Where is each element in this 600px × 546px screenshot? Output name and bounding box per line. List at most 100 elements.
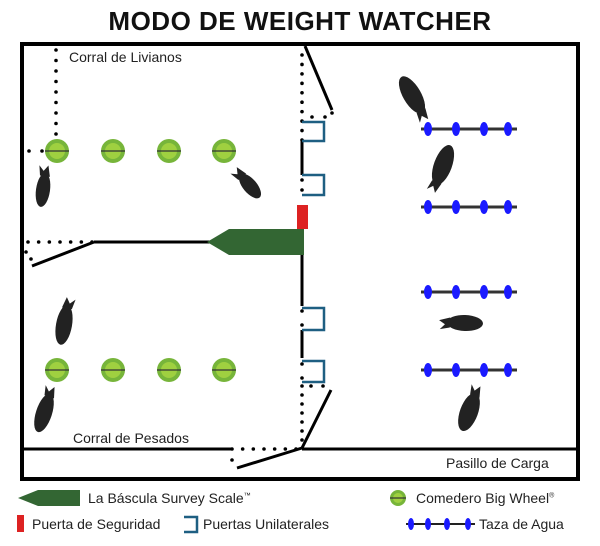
water-cup <box>452 122 460 136</box>
legend-one-way-gates: Puertas Unilaterales <box>203 516 330 532</box>
gate-dot <box>54 100 58 105</box>
gate-dot <box>24 250 28 254</box>
gate-dot <box>54 132 58 136</box>
water-cup <box>480 363 488 377</box>
gate-dot <box>54 48 58 52</box>
scale-arrow-icon <box>18 490 80 506</box>
one-way-gate[interactable] <box>302 120 326 143</box>
gate-dot <box>300 62 304 67</box>
registered-mark: ® <box>549 492 555 500</box>
gate-dot <box>283 447 288 451</box>
gate-dot <box>230 447 234 451</box>
gate-dot <box>54 69 58 73</box>
bottom-swing-gate[interactable] <box>300 389 333 449</box>
water-cup <box>424 200 432 214</box>
gate-dot <box>300 53 304 57</box>
pig <box>230 167 262 199</box>
gate-dot <box>27 149 31 153</box>
gate-dot <box>330 111 334 115</box>
gate-dot <box>262 447 266 451</box>
gate-dot <box>300 438 304 442</box>
water-cup-icon <box>406 518 475 530</box>
legend-water-cup: Taza de Agua <box>479 516 564 532</box>
one-way-gate-icon <box>184 515 199 534</box>
water-cup <box>424 122 432 136</box>
heavy-pen-label: Corral de Pesados <box>73 430 189 446</box>
gate-dot <box>309 384 313 388</box>
water-line <box>421 200 517 214</box>
legend-scale-label: La Báscula Survey Scale <box>88 490 244 506</box>
gate-dot <box>300 90 304 95</box>
water-cup <box>504 363 512 377</box>
gate-dot <box>310 115 314 119</box>
water-cup <box>480 200 488 214</box>
gate-dot <box>54 58 58 63</box>
water-cup <box>480 285 488 299</box>
feeder-circle-icon <box>390 490 406 506</box>
gate-dot <box>300 128 304 133</box>
pig <box>458 384 481 432</box>
water-cup <box>452 200 460 214</box>
gate-dot <box>251 447 256 451</box>
pig <box>439 314 483 332</box>
water-cup <box>480 122 488 136</box>
safety-gate-icon <box>17 515 24 532</box>
gate-dot <box>300 72 304 76</box>
gate-dot <box>300 100 304 105</box>
safety-gate[interactable] <box>297 205 308 229</box>
water-line <box>421 285 517 299</box>
gate-dot <box>300 309 304 313</box>
gate-dot <box>300 402 304 406</box>
big-wheel-feeder <box>45 139 69 163</box>
gate-dot <box>300 362 304 366</box>
gate-dot <box>54 79 58 84</box>
gate-dot <box>300 81 304 86</box>
big-wheel-feeder <box>157 139 181 163</box>
big-wheel-feeder <box>157 358 181 382</box>
water-cup <box>504 200 512 214</box>
legend-scale: La Báscula Survey Scale™ <box>88 490 251 506</box>
gate-dot <box>300 376 304 380</box>
water-line <box>421 363 517 377</box>
gate-dot <box>300 323 304 327</box>
gate-dot <box>240 447 245 451</box>
gate-dot <box>300 411 304 415</box>
gate-dot <box>26 240 30 244</box>
loading-alley-label: Pasillo de Carga <box>446 455 549 471</box>
gate-dot <box>300 420 304 424</box>
legend-feeder: Comedero Big Wheel® <box>416 490 554 506</box>
gate-dot <box>323 115 327 119</box>
water-cup <box>452 285 460 299</box>
gate-dot <box>79 240 84 244</box>
gate-dot <box>272 447 277 451</box>
gate-dot <box>54 90 58 94</box>
gate-dot <box>300 393 304 397</box>
pig <box>398 76 429 123</box>
big-wheel-feeder <box>101 358 125 382</box>
gate-dot <box>321 384 325 388</box>
water-cup <box>424 285 432 299</box>
pig <box>426 145 455 193</box>
big-wheel-feeder <box>212 358 236 382</box>
water-cup <box>504 285 512 299</box>
top-swing-gate[interactable] <box>303 45 334 111</box>
gate-dot <box>29 257 33 261</box>
gate-dot <box>300 178 304 182</box>
gate-dot <box>230 458 234 462</box>
one-way-gate[interactable] <box>302 173 326 197</box>
one-way-gate[interactable] <box>302 359 326 384</box>
big-wheel-feeder <box>212 139 236 163</box>
divider-swing-gate[interactable] <box>31 240 95 268</box>
gate-dot <box>36 240 41 244</box>
big-wheel-feeder <box>101 139 125 163</box>
page-title: MODO DE WEIGHT WATCHER <box>108 6 492 36</box>
light-pen-label: Corral de Livianos <box>69 49 182 65</box>
gate-dot <box>300 429 304 433</box>
one-way-gate[interactable] <box>302 306 326 332</box>
water-cup <box>424 363 432 377</box>
pig <box>35 165 51 207</box>
gate-dot <box>300 188 304 192</box>
gate-dot <box>54 121 58 126</box>
alley-swing-gate[interactable] <box>236 446 303 470</box>
gate-dot <box>300 384 304 388</box>
